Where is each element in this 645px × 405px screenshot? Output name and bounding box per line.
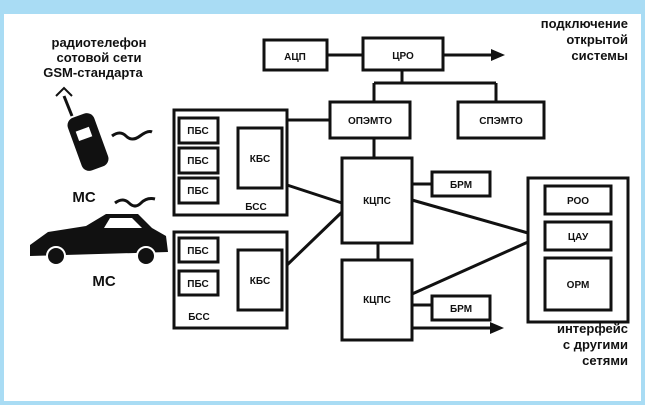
svg-text:КБС: КБС	[250, 154, 270, 165]
svg-text:РОО: РОО	[567, 196, 589, 207]
svg-text:ПБС: ПБС	[187, 246, 208, 257]
node-kcpc-1: КЦПС	[342, 158, 412, 243]
svg-text:БРМ: БРМ	[450, 304, 472, 315]
node-cpemto: СПЭМТО	[458, 102, 544, 138]
svg-text:КЦПС: КЦПС	[363, 295, 391, 306]
svg-text:ПБС: ПБС	[187, 279, 208, 290]
svg-text:ОПЭМТО: ОПЭМТО	[348, 116, 392, 127]
svg-text:БСС: БСС	[188, 312, 210, 323]
car-icon	[30, 214, 168, 265]
svg-text:ЦАУ: ЦАУ	[568, 232, 589, 243]
svg-text:КЦПС: КЦПС	[363, 196, 391, 207]
wire-kcpc1-right	[412, 200, 528, 233]
radio-wave-icon	[112, 132, 152, 140]
external-line-2: открытой	[566, 32, 628, 47]
external-line-1: подключение	[541, 16, 628, 31]
interface-line-3: сетями	[582, 353, 628, 368]
control-group: РОО ЦАУ ОРМ	[528, 178, 628, 322]
svg-text:БРМ: БРМ	[450, 180, 472, 191]
svg-text:АЦП: АЦП	[284, 52, 306, 63]
svg-text:ЦРО: ЦРО	[392, 51, 414, 62]
wire-kcpc2-right	[412, 242, 528, 294]
mobile-phone-icon	[56, 88, 111, 173]
node-cpo: ЦРО	[363, 38, 443, 70]
svg-text:СПЭМТО: СПЭМТО	[479, 116, 523, 127]
ms-label-2: МС	[92, 273, 115, 290]
wire-bss2-kcpc1	[287, 212, 342, 265]
ms-label-1: МС	[72, 189, 95, 206]
external-line-3: системы	[571, 48, 628, 63]
node-brm-2: БРМ	[432, 296, 490, 320]
radiophone-line-3: GSM-стандарта	[43, 65, 143, 80]
radio-wave-icon	[115, 199, 155, 207]
node-opcmto: ОПЭМТО	[330, 102, 410, 138]
radiophone-line-1: радиотелефон	[52, 35, 147, 50]
node-adc: АЦП	[264, 40, 327, 70]
svg-text:ПБС: ПБС	[187, 186, 208, 197]
svg-text:ПБС: ПБС	[187, 156, 208, 167]
arrow-external	[491, 49, 505, 61]
svg-text:ПБС: ПБС	[187, 126, 208, 137]
arrow-interface	[490, 322, 504, 334]
node-brm-1: БРМ	[432, 172, 490, 196]
svg-text:ОРМ: ОРМ	[567, 280, 590, 291]
bss-group-2: ПБС ПБС КБС БСС	[174, 232, 287, 328]
wire-bss1-kcpc1	[287, 185, 342, 203]
radiophone-line-2: сотовой сети	[57, 50, 142, 65]
svg-text:БСС: БСС	[245, 202, 267, 213]
node-kcpc-2: КЦПС	[342, 260, 412, 340]
bss-group-1: ПБС ПБС ПБС КБС БСС	[174, 110, 287, 215]
svg-text:КБС: КБС	[250, 276, 270, 287]
interface-line-2: с другими	[563, 337, 628, 352]
